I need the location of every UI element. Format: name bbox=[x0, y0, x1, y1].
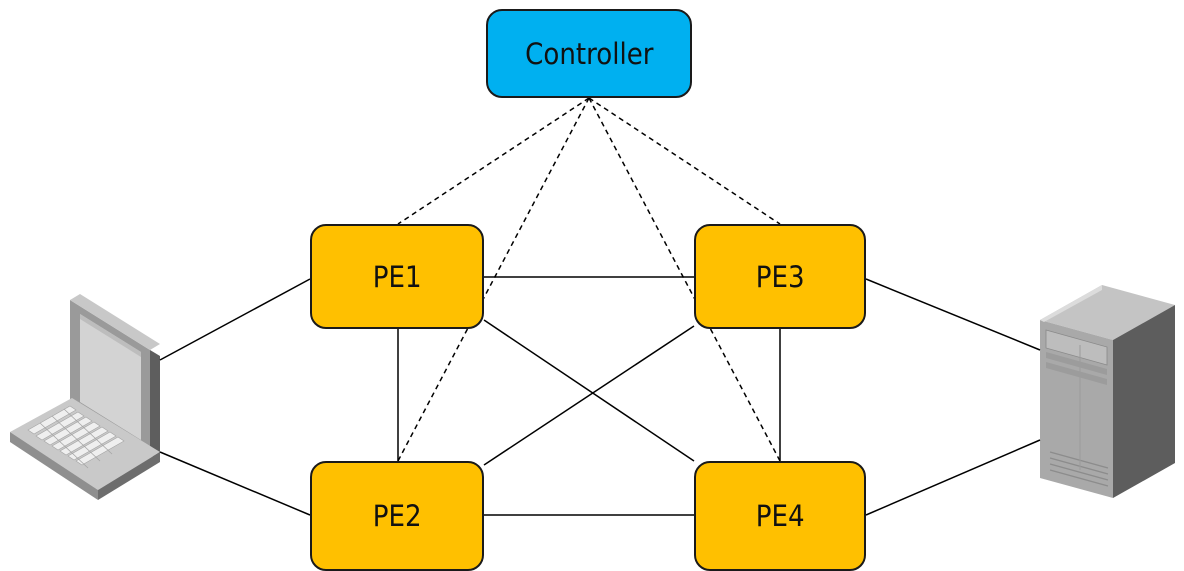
pe1-label: PE1 bbox=[372, 259, 422, 294]
pe2-label: PE2 bbox=[372, 499, 422, 533]
link-laptop-pe2 bbox=[159, 451, 311, 516]
link-pe3-server bbox=[865, 278, 1041, 351]
controller-node[interactable]: Controller bbox=[486, 9, 692, 98]
physical-links bbox=[159, 276, 1041, 516]
laptop-icon bbox=[10, 294, 160, 500]
link-pe4-server bbox=[865, 439, 1041, 516]
link-pe2-pe3 bbox=[483, 325, 695, 466]
control-links bbox=[397, 97, 781, 462]
link-pe1-pe4 bbox=[483, 319, 695, 462]
link-laptop-pe1 bbox=[159, 278, 311, 361]
control-link-pe3 bbox=[588, 97, 781, 225]
pe2-node[interactable]: PE2 bbox=[310, 461, 484, 571]
pe4-label: PE4 bbox=[755, 499, 805, 533]
control-link-pe1 bbox=[397, 97, 590, 225]
controller-label: Controller bbox=[524, 36, 654, 71]
pe1-node[interactable]: PE1 bbox=[310, 224, 484, 329]
pe3-node[interactable]: PE3 bbox=[694, 224, 866, 329]
server-tower-icon bbox=[1040, 285, 1175, 498]
pe3-label: PE3 bbox=[755, 259, 805, 294]
pe4-node[interactable]: PE4 bbox=[694, 461, 866, 571]
